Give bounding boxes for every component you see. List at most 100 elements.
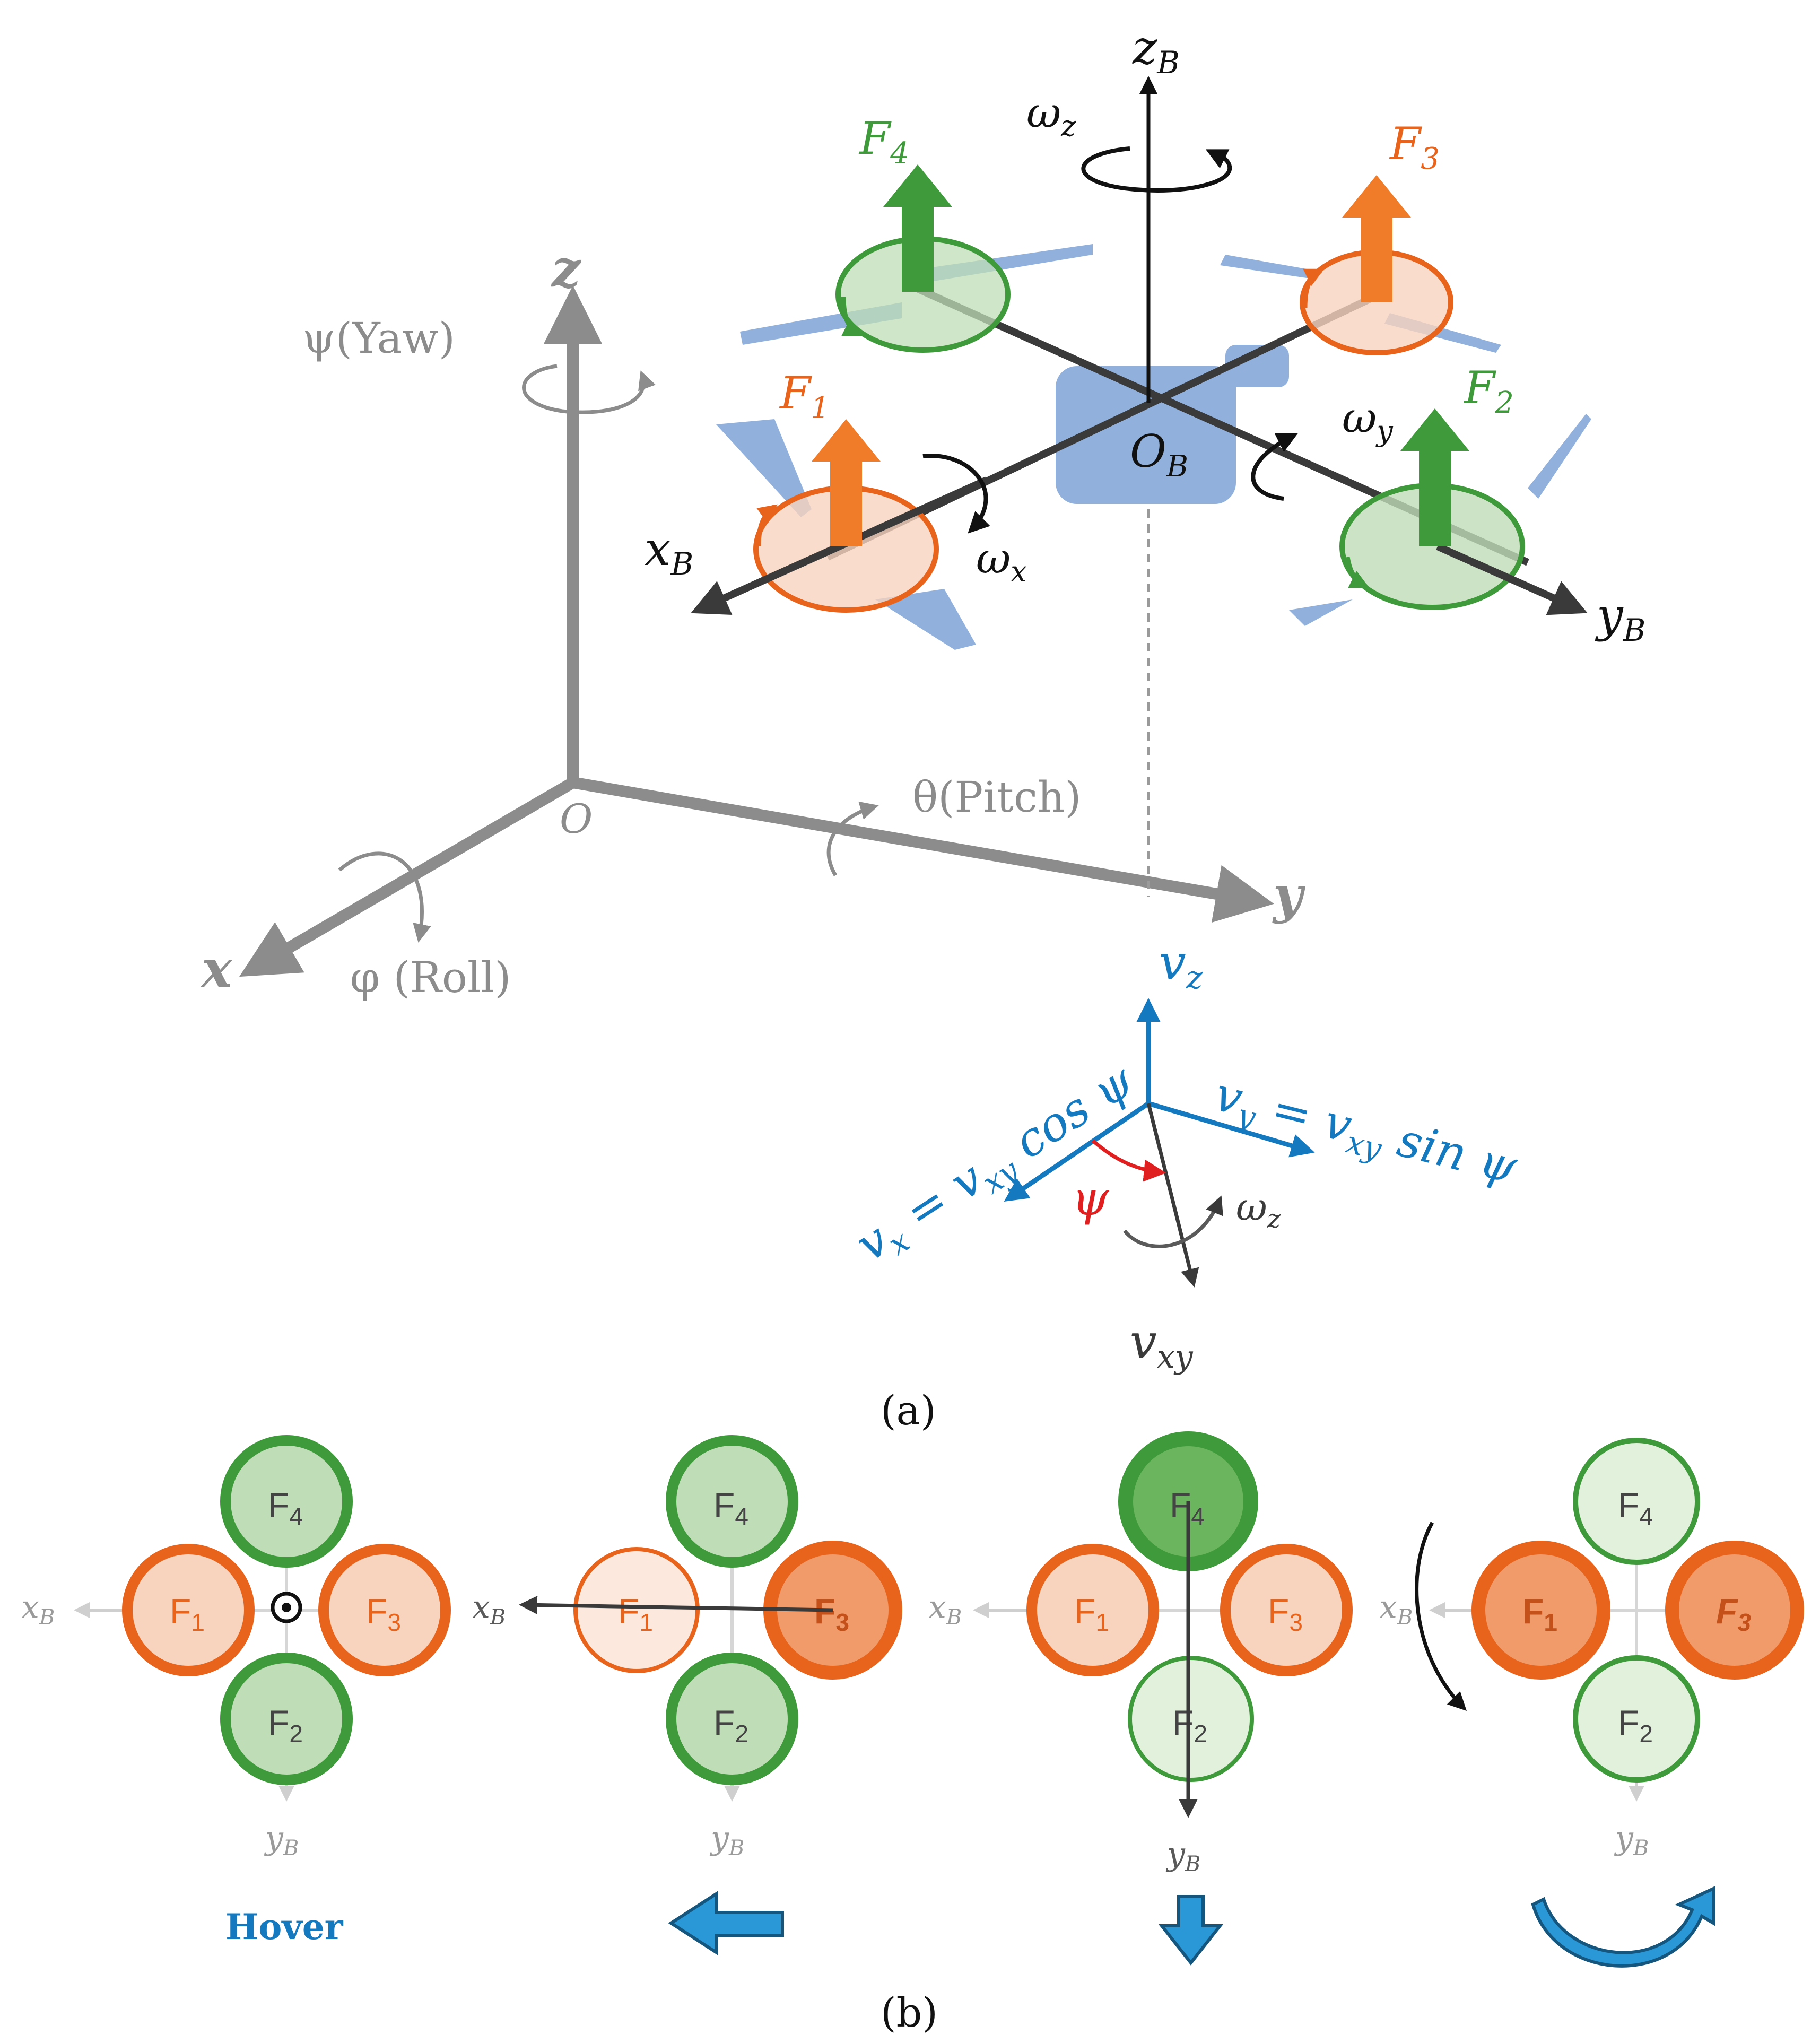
yaw-rotor-f1: F1 — [1471, 1541, 1610, 1680]
svg-text:F4: F4 — [1170, 1485, 1205, 1530]
down-rotor-f3: F3 — [1220, 1544, 1353, 1676]
svg-text:F3: F3 — [366, 1592, 401, 1636]
vz-label: vz — [1159, 935, 1203, 996]
blade-f3-a — [1220, 255, 1316, 279]
left-yB-label: yB — [709, 1820, 744, 1861]
left-rotor-f1: F1 — [573, 1547, 700, 1673]
panel-b-caption: (b) — [881, 1989, 938, 2036]
force-label-f4: F4 — [858, 112, 909, 171]
force-label-f3: F3 — [1389, 118, 1440, 176]
left-rotor-f2: F2 — [666, 1653, 798, 1785]
hover-rotor-f3: F3 — [318, 1544, 451, 1676]
blade-f1-b — [875, 589, 976, 650]
world-frame: z y x O ψ(Yaw) θ(Pitch) φ (Roll) — [201, 239, 1306, 1002]
svg-text:F1: F1 — [618, 1592, 653, 1636]
left-direction-arrow-icon — [668, 1891, 784, 1955]
drone-battery — [1225, 345, 1289, 387]
hover-rotor-f2: F2 — [220, 1653, 353, 1785]
left-xB-label: xB — [472, 1589, 506, 1630]
pitch-label: θ(Pitch) — [912, 772, 1081, 822]
mode-hover: F4 F1 F3 F2 xB yB Hover — [21, 1435, 451, 1948]
svg-text:F1: F1 — [170, 1592, 205, 1636]
panel-b: F4 F1 F3 F2 xB yB Hover — [21, 1431, 1804, 2036]
left-rotor-f4: F4 — [666, 1435, 798, 1568]
mode-yaw-rotate: F4 F1 F3 F2 xB yB — [1379, 1438, 1804, 1968]
xB-label: xB — [645, 521, 693, 582]
vxy-label: vxy — [1130, 1314, 1194, 1376]
svg-text:F2: F2 — [1618, 1703, 1653, 1748]
force-arrow-f2: F2 — [1400, 362, 1514, 546]
hover-rotor-f1: F1 — [122, 1544, 255, 1676]
zB-label: zB — [1132, 20, 1180, 81]
yaw-direction-arrow-icon — [1531, 1886, 1715, 1968]
hover-xB-label: xB — [21, 1589, 55, 1630]
blade-f2-a — [1289, 599, 1353, 626]
svg-text:F2: F2 — [268, 1703, 303, 1748]
force-arrow-f4: F4 — [858, 112, 952, 292]
svg-text:F2: F2 — [1172, 1703, 1207, 1748]
roll-rotation-arrow — [338, 851, 431, 943]
yaw-xB-label: xB — [1379, 1589, 1413, 1630]
force-label-f1: F1 — [779, 367, 830, 425]
svg-text:F1: F1 — [1074, 1592, 1109, 1636]
world-origin-label: O — [560, 795, 593, 842]
vx-equation: vx = vxy cos ψ — [846, 1053, 1146, 1277]
svg-text:F4: F4 — [713, 1485, 748, 1530]
body-yB-axis — [1436, 543, 1588, 615]
velocity-frame: vz vy = vxy sin ψ vx = vxy cos ψ ψ ωz vx… — [846, 935, 1522, 1376]
vx-arrow — [1004, 1101, 1150, 1202]
svg-text:F3: F3 — [1268, 1592, 1303, 1636]
drone-illustration — [716, 244, 1591, 650]
down-yB-label: yB — [1165, 1836, 1200, 1876]
OB-label: OB — [1130, 425, 1188, 484]
yaw-rotation-arrow — [522, 364, 656, 414]
down-direction-arrow-icon — [1158, 1895, 1224, 1966]
yaw-rotation-curved-arrow — [1415, 1522, 1467, 1711]
psi-label: ψ — [1072, 1171, 1110, 1227]
svg-text:F3: F3 — [1716, 1592, 1751, 1636]
omega-x-label: ωx — [976, 534, 1027, 588]
yB-label: yB — [1595, 588, 1645, 648]
hover-center-dot-icon — [271, 1592, 302, 1623]
yaw-rotor-f4: F4 — [1573, 1438, 1700, 1565]
world-x-axis — [239, 777, 576, 977]
left-motion-axis — [519, 1595, 833, 1614]
omega-z-rotation — [1081, 146, 1232, 193]
yaw-rotor-f2: F2 — [1573, 1655, 1700, 1783]
force-arrow-f1: F1 — [779, 367, 881, 546]
down-rotor-f2: F2 — [1128, 1656, 1254, 1782]
blade-f2-b — [1528, 414, 1591, 499]
yaw-rotor-f3: F3 — [1665, 1541, 1804, 1680]
vxy-arrow — [1146, 1103, 1199, 1288]
vy-arrow — [1147, 1101, 1315, 1158]
psi-angle-arc — [1091, 1139, 1166, 1182]
down-rotor-f1: F1 — [1026, 1544, 1159, 1676]
yaw-yB-label: yB — [1614, 1820, 1649, 1861]
panel-a-caption: (a) — [881, 1387, 936, 1434]
yaw-label: ψ(Yaw) — [302, 314, 455, 363]
hover-yB-label: yB — [264, 1820, 299, 1861]
blade-f1-a — [716, 419, 812, 517]
hover-rotor-f4: F4 — [220, 1435, 353, 1568]
omega-z-label: ωz — [1026, 88, 1076, 143]
omega-z-velocity-rotation — [1123, 1195, 1223, 1248]
mode-move-left: F4 F1 F3 F2 xB yB — [472, 1435, 902, 1955]
svg-text:F2: F2 — [713, 1703, 748, 1748]
drone-hub — [1056, 366, 1236, 504]
pitch-rotation-arrow — [826, 801, 879, 876]
world-z-label: z — [551, 239, 582, 299]
roll-label: φ (Roll) — [350, 953, 511, 1002]
omega-x-rotation — [922, 454, 990, 534]
panel-a: z y x O ψ(Yaw) θ(Pitch) φ (Roll) — [201, 20, 1645, 1434]
omega-y-label: ωy — [1342, 393, 1394, 448]
down-xB-label: xB — [928, 1589, 962, 1630]
world-x-label: x — [201, 939, 233, 999]
force-label-f2: F2 — [1463, 362, 1514, 420]
world-y-label: y — [1272, 865, 1306, 925]
mode-move-down: F4 F1 F3 F2 xB yB — [928, 1431, 1353, 1966]
svg-text:F1: F1 — [1522, 1592, 1557, 1636]
force-arrow-f3: F3 — [1342, 118, 1440, 302]
omega-y-rotation — [1251, 433, 1299, 501]
omega-z-velocity-label: ωz — [1236, 1185, 1281, 1234]
